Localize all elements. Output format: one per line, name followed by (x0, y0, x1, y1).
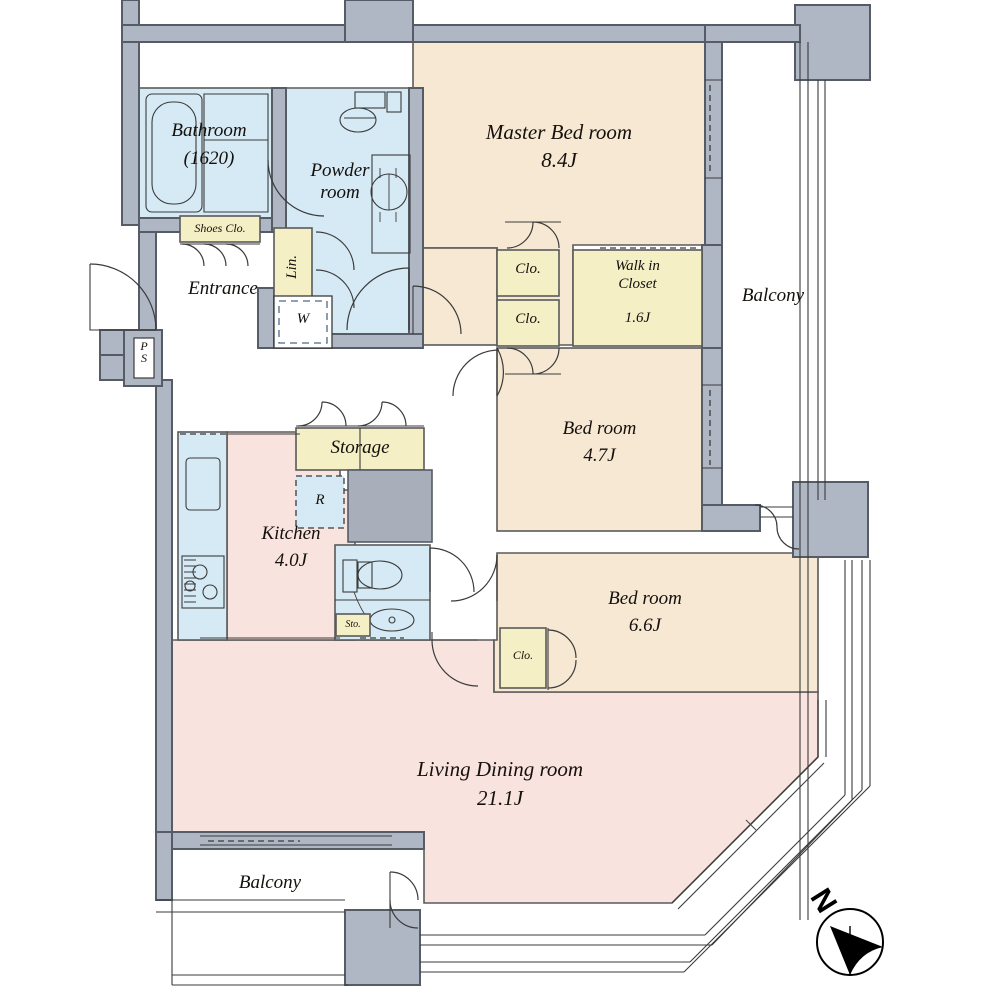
sink-icon-powder (370, 154, 411, 254)
storage-cabinet (295, 401, 425, 471)
equipment-block (347, 469, 433, 543)
master-window (705, 79, 722, 179)
washing-machine-icon (273, 295, 333, 349)
powder-room-doors (267, 159, 410, 331)
bathtub-icon (145, 93, 269, 213)
balcony-east (799, 42, 826, 920)
kitchen-sink-icon (185, 457, 221, 511)
bedroom-47-door (452, 347, 504, 397)
entrance-door (89, 263, 157, 331)
corridor-door (431, 632, 479, 687)
room-fill-bedroom-47 (496, 347, 703, 532)
toilet-icon-powder (339, 91, 402, 133)
kitchen-windows (180, 433, 404, 639)
balcony-door-south (389, 871, 419, 929)
room-fill-bathroom (138, 87, 280, 219)
pipe-shaft (123, 329, 163, 387)
toilet-icon-wc (335, 559, 430, 632)
service-door-balcony (754, 504, 800, 550)
balcony-railings-south (156, 560, 871, 986)
master-closets (496, 221, 703, 375)
bedroom-66-door (450, 554, 498, 602)
living-chamfer-windows (671, 700, 827, 910)
refrigerator-icon (295, 475, 345, 529)
living-south-window (200, 835, 392, 846)
bedroom-47-window (702, 384, 722, 469)
compass-north-icon (808, 900, 888, 980)
linen-closet (273, 227, 313, 307)
master-bedroom-door (412, 285, 462, 335)
bedroom-66-closet (499, 627, 577, 690)
shoes-closet (179, 215, 261, 267)
stove-icon (181, 555, 225, 609)
wc-door (429, 547, 475, 593)
toilet-storage-box (335, 613, 371, 637)
